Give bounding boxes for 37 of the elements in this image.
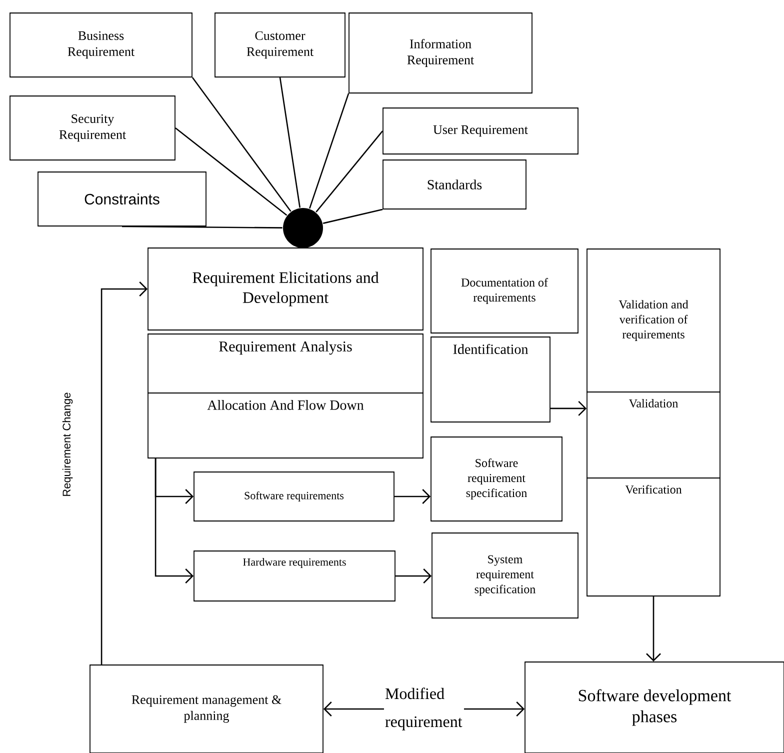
text-box: Requirement management & planning — [90, 664, 324, 753]
edge-label: Modified requirement — [384, 686, 464, 732]
text-box: Security Requirement — [10, 96, 176, 160]
text-box: Hardware requirements — [194, 550, 396, 602]
connector-line — [192, 77, 292, 212]
arrow — [550, 401, 587, 416]
text-box: Software development phases — [524, 662, 784, 753]
text-box: Requirement Elicitations and Development — [148, 248, 424, 330]
text-box: User Requirement — [382, 108, 578, 154]
text-box: Documentation of requirements — [430, 248, 578, 334]
connector-line — [309, 93, 350, 209]
text-box: Constraints — [38, 172, 206, 226]
connector-line — [322, 208, 383, 224]
junction-dot — [283, 208, 323, 248]
arrow — [395, 568, 432, 584]
text-box: Verification — [586, 478, 720, 596]
arrow — [394, 489, 431, 504]
text-box: Software requirements — [194, 472, 394, 522]
text-box: Validation — [586, 392, 720, 478]
text-box: System requirement specification — [432, 532, 578, 618]
arrow — [100, 282, 148, 665]
text-box: Information Requirement — [348, 12, 532, 94]
arrow — [646, 596, 661, 662]
text-box: Standards — [382, 160, 526, 210]
connector-line — [316, 130, 384, 212]
text-box: Requirement Analysis — [148, 334, 424, 394]
edge-label: Requirement Change — [61, 391, 74, 498]
text-box: Customer Requirement — [214, 12, 346, 78]
text-box: Allocation And Flow Down — [148, 392, 424, 458]
arrow — [154, 458, 194, 584]
connector-line — [279, 77, 301, 208]
connector-line — [175, 128, 288, 216]
text-box: Identification — [430, 336, 550, 422]
text-box: Business Requirement — [10, 12, 192, 78]
text-box: Software requirement specification — [430, 436, 562, 522]
connector-line — [122, 226, 282, 228]
text-box: Validation and verification of requirements — [586, 248, 720, 392]
